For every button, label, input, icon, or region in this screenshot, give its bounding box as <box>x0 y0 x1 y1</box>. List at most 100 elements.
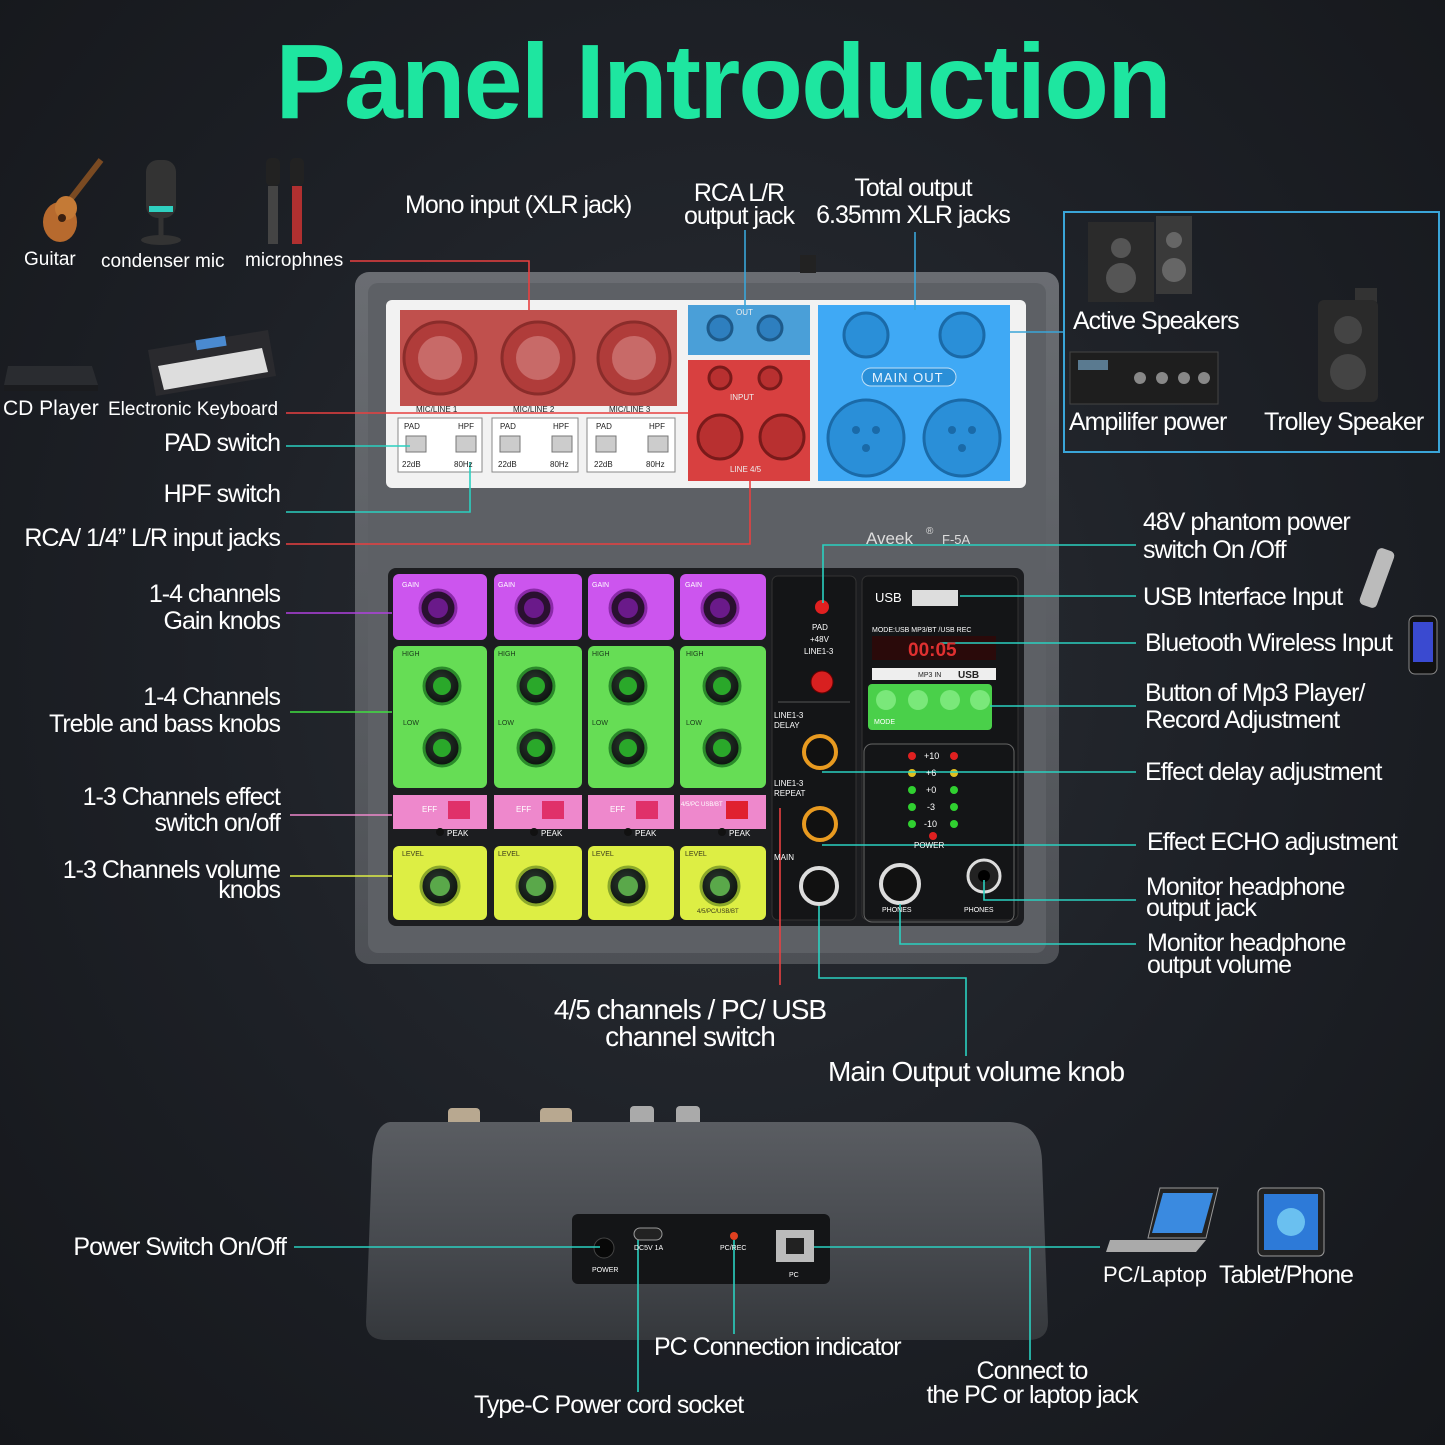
meter-label-4: -3 <box>927 802 935 812</box>
channel-switch-label-2: channel switch <box>605 1021 776 1052</box>
guitar-icon <box>43 158 104 242</box>
delay-label-2: DELAY <box>774 721 800 730</box>
hz-label-2: 80Hz <box>550 460 569 469</box>
pad48-label-2: +48V <box>810 635 830 644</box>
channel-switch-label-1: 4/5 channels / PC/ USB <box>553 994 827 1025</box>
pc-connection-indicator-label: PC Connection indicator <box>654 1333 902 1361</box>
gain-label-3: GAIN <box>592 582 609 589</box>
gain-label-1: GAIN <box>402 582 419 589</box>
power-led-label: POWER <box>914 841 944 850</box>
brand-registered: ® <box>926 526 934 537</box>
db-label-1: 22dB <box>402 460 421 469</box>
db-label-3: 22dB <box>594 460 613 469</box>
main-out-label: MAIN OUT <box>872 370 944 385</box>
laptop-icon <box>1106 1187 1219 1252</box>
volume-knobs-label-2: knobs <box>218 876 281 904</box>
mp3-button-label-2: Record Adjustment <box>1145 706 1340 734</box>
headphone-volume-label-1: Monitor headphone <box>1147 929 1346 957</box>
eq-knobs <box>422 666 742 768</box>
tablet-icon <box>1257 1187 1325 1257</box>
page-title: Panel Introduction <box>275 23 1171 141</box>
mp3-button-label-1: Button of Mp3 Player/ <box>1145 679 1365 707</box>
headphone-jack-label-1: Monitor headphone <box>1146 873 1345 901</box>
pc-laptop-label: PC/Laptop <box>1103 1262 1207 1287</box>
headphone-jack-label-2: output jack <box>1146 894 1257 922</box>
pad-label-3: PAD <box>596 422 612 431</box>
usb-stick-icon <box>1359 548 1395 608</box>
usb-label: USB <box>875 590 902 605</box>
rca-out-label: OUT <box>736 308 753 317</box>
level-label-1: LEVEL <box>402 851 424 858</box>
guitar-label: Guitar <box>24 249 76 270</box>
phones-label-1: PHONES <box>882 907 912 914</box>
level-label-4: LEVEL <box>685 851 707 858</box>
high-label-3: HIGH <box>592 651 610 658</box>
pad48-label-1: PAD <box>812 623 828 632</box>
pad-label-1: PAD <box>404 422 420 431</box>
power-switch-label: Power Switch On/Off <box>73 1233 287 1261</box>
phone-icon <box>1408 615 1438 675</box>
peak-label-3: PEAK <box>635 829 657 838</box>
active-speakers-icon <box>1088 216 1192 302</box>
peak-label-1: PEAK <box>447 829 469 838</box>
callout-lines <box>286 230 1136 1392</box>
effect-switch-label-1: 1-3 Channels effect <box>82 783 281 811</box>
back-pcrec-label: PC/REC <box>720 1245 746 1252</box>
low-label-3: LOW <box>592 720 608 727</box>
peak-label-2: PEAK <box>541 829 563 838</box>
back-power-label: POWER <box>592 1267 618 1274</box>
total-output-label-2: 6.35mm XLR jacks <box>816 201 1011 229</box>
gain-knobs <box>418 588 740 628</box>
db-label-2: 22dB <box>498 460 517 469</box>
phones-label-2: PHONES <box>964 907 994 914</box>
level-label-2: LEVEL <box>498 851 520 858</box>
treble-bass-label-2: Treble and bass knobs <box>48 710 281 738</box>
back-dc-label: DC5V 1A <box>634 1245 664 1252</box>
output-devices-box <box>1063 211 1440 453</box>
low-label-4: LOW <box>686 720 702 727</box>
microphones-icon <box>266 158 304 244</box>
panel-text: MIC/LINE 1 MIC/LINE 2 MIC/LINE 3 PAD HPF… <box>402 405 665 469</box>
gain-knobs-label-2: Gain knobs <box>163 607 281 635</box>
meter-label-5: -10 <box>924 819 937 829</box>
mixer-back-panel <box>366 1106 1048 1340</box>
eff-label-2: EFF <box>516 805 531 814</box>
meter-label-3: +0 <box>926 785 936 795</box>
sw45-label: 4/5/PC USB/BT <box>681 802 723 808</box>
usb-interface-label: USB Interface Input <box>1143 583 1343 611</box>
gain-knobs-label-1: 1-4 channels <box>148 580 281 608</box>
phantom-power-label-2: switch On /Off <box>1143 536 1287 564</box>
hpf-switch-label: HPF switch <box>163 480 281 508</box>
mp3in-label: MP3 IN <box>918 672 941 679</box>
mic-line-1-label: MIC/LINE 1 <box>416 405 458 414</box>
lvl45-label: 4/5/PC/USB/BT <box>697 909 739 915</box>
condenser-mic-icon <box>141 160 181 245</box>
rca-output-label-2: output jack <box>684 202 795 230</box>
effect-switch-label-2: switch on/off <box>154 809 281 837</box>
electronic-keyboard-icon <box>148 330 276 396</box>
mixer-top-panel <box>355 255 1059 964</box>
effect-echo-label: Effect ECHO adjustment <box>1147 828 1398 856</box>
pad-label-2: PAD <box>500 422 516 431</box>
rca-input-label: RCA/ 1/4” L/R input jacks <box>24 524 281 552</box>
mic-line-3-label: MIC/LINE 3 <box>609 405 651 414</box>
line-input-label: INPUT <box>730 393 754 402</box>
repeat-label-1: LINE1-3 <box>774 779 804 788</box>
hz-label-3: 80Hz <box>646 460 665 469</box>
low-label-2: LOW <box>498 720 514 727</box>
high-label-4: HIGH <box>686 651 704 658</box>
brand-name: Aveek <box>866 529 913 548</box>
gain-label-2: GAIN <box>498 582 515 589</box>
eff-label-3: EFF <box>610 805 625 814</box>
low-label-1: LOW <box>403 720 419 727</box>
gain-label-4: GAIN <box>685 582 702 589</box>
hpf-label-1: HPF <box>458 422 474 431</box>
cd-player-label: CD Player <box>3 397 99 420</box>
delay-label-1: LINE1-3 <box>774 711 804 720</box>
amplifier-label: Ampilifer power <box>1069 408 1227 436</box>
hpf-label-2: HPF <box>553 422 569 431</box>
back-pc-label: PC <box>789 1272 799 1279</box>
treble-bass-label-1: 1-4 Channels <box>143 683 281 711</box>
high-label-1: HIGH <box>402 651 420 658</box>
